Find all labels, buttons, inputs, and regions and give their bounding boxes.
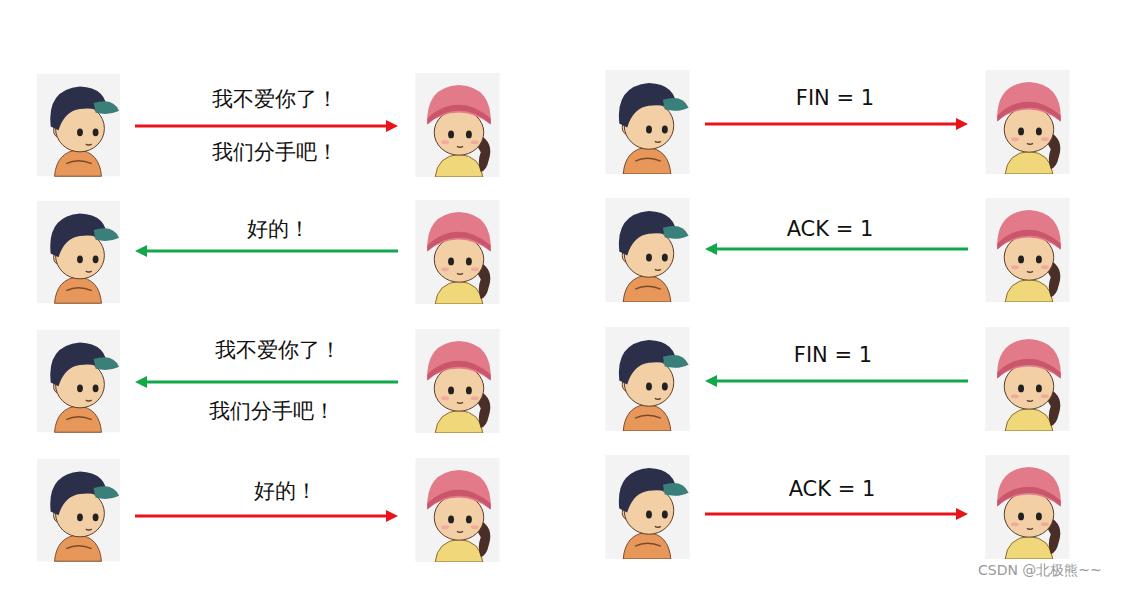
speech-text: 好的！ — [247, 217, 310, 242]
girl-figure — [415, 329, 499, 433]
boy-figure — [37, 74, 120, 177]
speech-text: 好的！ — [254, 479, 317, 504]
girl-figure — [985, 455, 1069, 559]
speech-text: 我不爱你了！ — [212, 87, 338, 112]
arrow — [705, 375, 968, 387]
speech-text: 我不爱你了！ — [215, 338, 341, 363]
flag-label: FIN = 1 — [794, 343, 872, 368]
speech-text: 我们分手吧！ — [212, 140, 338, 165]
boy-figure — [605, 455, 689, 559]
girl-figure — [415, 458, 499, 562]
boy-figure — [605, 327, 689, 431]
girl-figure — [415, 200, 499, 304]
flag-label: ACK = 1 — [789, 477, 876, 502]
girl-figure — [985, 198, 1069, 302]
boy-figure — [37, 201, 120, 304]
flag-label: ACK = 1 — [787, 217, 874, 242]
arrow — [135, 245, 398, 257]
arrow — [135, 510, 398, 522]
girl-figure — [985, 70, 1069, 174]
boy-figure — [605, 70, 689, 174]
arrow — [705, 508, 968, 520]
arrow — [705, 243, 968, 255]
flag-label: FIN = 1 — [796, 86, 874, 111]
arrow — [135, 120, 398, 132]
boy-figure — [37, 459, 120, 562]
arrow — [705, 118, 968, 130]
girl-figure — [415, 73, 499, 177]
watermark: CSDN @北极熊~~ — [978, 562, 1102, 579]
speech-text: 我们分手吧！ — [209, 399, 335, 424]
boy-figure — [37, 330, 120, 433]
girl-figure — [985, 327, 1069, 431]
boy-figure — [605, 198, 689, 302]
arrow — [135, 376, 398, 388]
